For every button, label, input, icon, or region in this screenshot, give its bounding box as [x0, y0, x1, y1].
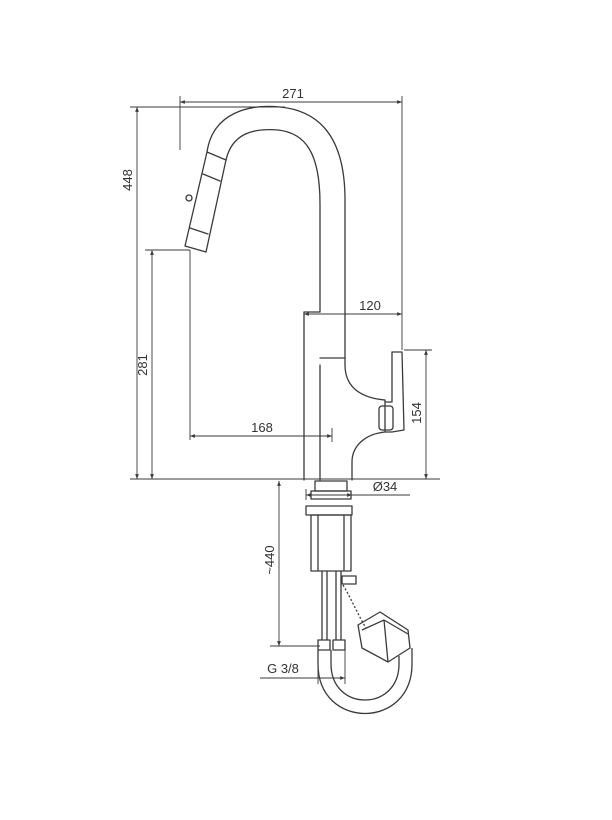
dim-label-overall-width: 271 — [282, 86, 304, 101]
faucet-column — [303, 311, 321, 481]
counterweight-edge-3 — [383, 619, 389, 663]
dim-label-base-diameter: Ø34 — [373, 479, 398, 494]
spray-button-icon — [185, 194, 193, 202]
dim-label-overall-height: 448 — [120, 169, 135, 191]
dimension-lines — [130, 96, 440, 684]
hose-fitting-right — [332, 639, 346, 651]
faucet-outline — [184, 105, 405, 481]
faucet-body-right — [344, 311, 386, 481]
spray-head — [184, 151, 227, 253]
spray-head-band — [202, 173, 221, 182]
dim-label-hose-thread: G 3/8 — [267, 661, 299, 676]
spout-outer-edge — [206, 105, 346, 313]
dim-label-under-counter-length: ~440 — [262, 545, 277, 574]
handle-cap — [378, 405, 394, 431]
dim-label-handle-projection: 120 — [359, 298, 381, 313]
dim-label-outlet-height: 281 — [135, 354, 150, 376]
under-counter-assembly — [305, 480, 413, 715]
hose-fitting-left — [317, 639, 331, 651]
pullout-hose-braid — [342, 584, 367, 629]
spray-head-band-2 — [189, 227, 209, 235]
hose-loop-outer — [317, 663, 413, 715]
dim-label-spout-reach: 168 — [251, 420, 273, 435]
counterweight-edge-1 — [361, 619, 385, 631]
hose-loop-inner — [330, 663, 400, 701]
mounting-washer — [305, 505, 353, 516]
counterweight — [357, 611, 411, 663]
hose-clip — [341, 575, 357, 585]
handle-lever — [384, 351, 405, 433]
spout-inner-edge — [225, 128, 321, 313]
dim-label-handle-height: 154 — [409, 402, 424, 424]
counterweight-edge-2 — [383, 619, 409, 635]
mounting-nut — [310, 514, 352, 572]
shank-top — [314, 480, 348, 492]
